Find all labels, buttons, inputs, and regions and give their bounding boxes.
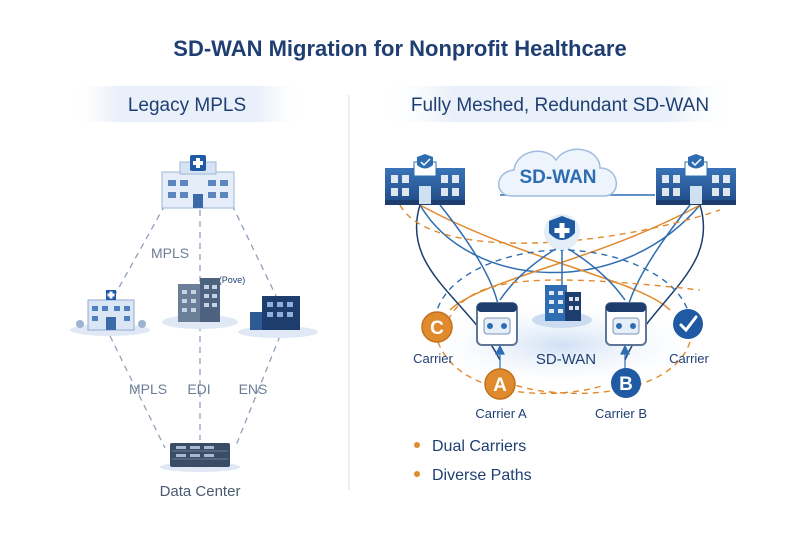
security-shield-icon [544, 214, 580, 250]
clinic-icon-right [238, 296, 318, 338]
hub-label: SD-WAN [536, 351, 596, 368]
left-heading-band [70, 86, 305, 122]
bullet-dual-carriers: Dual Carriers [432, 438, 526, 455]
edi-link-label: EDI [187, 381, 210, 397]
clinic-icon-left [70, 290, 150, 336]
hospital-icon-east [656, 154, 736, 205]
data-center-label: Data Center [160, 483, 241, 500]
carrier-a-badge-icon [484, 368, 516, 400]
pove-label: (Pove) [219, 275, 246, 285]
hospital-icon-west [385, 154, 465, 205]
carrier-check-label: Carrier [669, 351, 709, 366]
edge-appliance-icon-left [476, 302, 518, 346]
carrier-a-letter: A [493, 375, 507, 396]
carrier-c-badge-icon [421, 311, 453, 343]
carrier-b-label: Carrier B [595, 406, 647, 421]
page-title: SD-WAN Migration for Nonprofit Healthcar… [173, 36, 626, 61]
cloud-label: SD-WAN [519, 167, 596, 188]
right-heading: Fully Meshed, Redundant SD-WAN [411, 95, 709, 116]
mpls-links [109, 204, 281, 449]
office-building-icon [162, 278, 238, 329]
carrier-b-badge-icon [611, 368, 641, 398]
right-heading-band [380, 86, 740, 122]
carrier-c-label: Carrier [413, 351, 453, 366]
hospital-icon [161, 155, 235, 209]
data-center-icon [160, 443, 240, 472]
carrier-c-letter: C [430, 318, 444, 339]
bullet-diverse-paths: Diverse Paths [432, 467, 532, 484]
hub-building-icon [532, 285, 592, 328]
ens-link-label: ENS [239, 381, 268, 397]
bullet-dot-1 [414, 442, 420, 448]
sd-wan-cloud-icon [498, 148, 618, 197]
left-heading: Legacy MPLS [128, 95, 246, 116]
edge-appliance-icon-right [605, 302, 647, 346]
carrier-b-letter: B [619, 374, 633, 395]
carrier-check-badge-icon [673, 309, 703, 339]
mpls-link-label-bottom: MPLS [129, 381, 167, 397]
carrier-uplinks [495, 344, 630, 370]
mpls-link-label-top: MPLS [151, 245, 189, 261]
carrier-a-label: Carrier A [475, 406, 527, 421]
bullet-dot-2 [414, 471, 420, 477]
